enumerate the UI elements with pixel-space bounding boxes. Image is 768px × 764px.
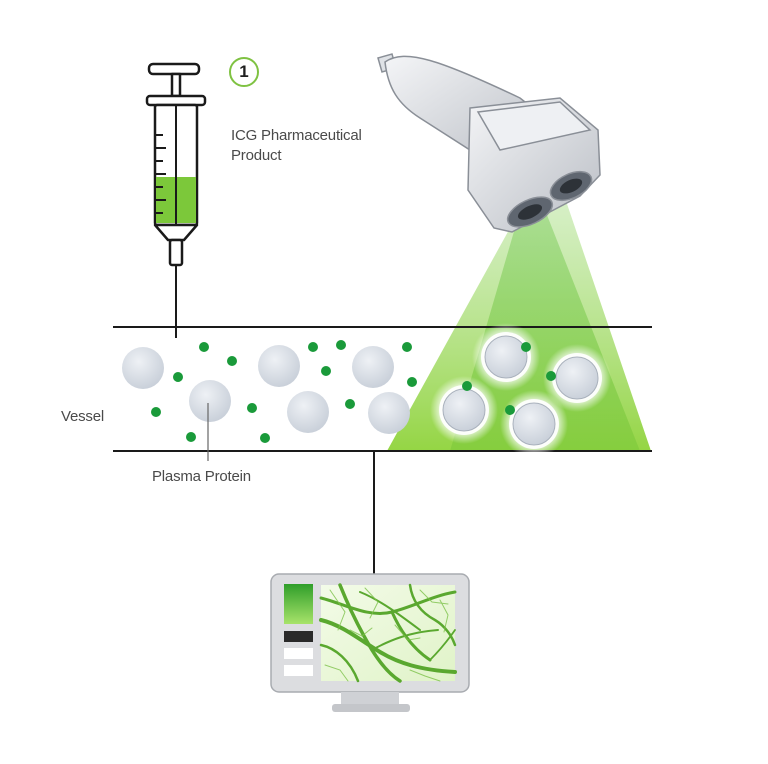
icg-dot: [462, 381, 472, 391]
camera-scanner-icon: [377, 53, 601, 233]
plasma-proteins: [122, 345, 410, 434]
plasma-protein: [368, 392, 410, 434]
bound-protein: [442, 388, 486, 432]
icg-dot: [227, 356, 237, 366]
drug-label-line2: Product: [231, 147, 282, 164]
icg-dot: [308, 342, 318, 352]
plasma-protein: [122, 347, 164, 389]
panel-dark-button: [284, 631, 313, 642]
drug-label-line1: ICG Pharmaceutical: [231, 127, 362, 144]
icg-dot: [186, 432, 196, 442]
bound-protein: [555, 356, 599, 400]
plasma-protein: [352, 346, 394, 388]
bound-protein: [512, 402, 556, 446]
icg-dot: [199, 342, 209, 352]
vessel-network: [319, 583, 457, 683]
icg-dot: [151, 407, 161, 417]
monitor-icon: [270, 573, 470, 712]
icg-dot: [173, 372, 183, 382]
icg-dot: [336, 340, 346, 350]
icg-dot: [402, 342, 412, 352]
vessel-image-screen: [321, 585, 455, 681]
fluorescing-proteins: [430, 323, 611, 458]
panel-light-button: [284, 665, 313, 676]
syringe-icon: [145, 62, 207, 338]
plasma-protein: [287, 391, 329, 433]
icg-dye-molecules: [151, 340, 556, 443]
vessel: [113, 326, 652, 452]
plasma-protein-label: Plasma Protein: [152, 468, 251, 485]
icg-dot: [321, 366, 331, 376]
intensity-bar: [284, 584, 313, 624]
icg-dot: [407, 377, 417, 387]
icg-dot: [345, 399, 355, 409]
bound-protein: [484, 335, 528, 379]
icg-dot: [546, 371, 556, 381]
icg-dot: [247, 403, 257, 413]
icg-dot: [521, 342, 531, 352]
plasma-protein: [258, 345, 300, 387]
vessel-label: Vessel: [61, 408, 104, 425]
icg-dot: [260, 433, 270, 443]
panel-light-button: [284, 648, 313, 659]
icg-dot: [505, 405, 515, 415]
step-number-badge: 1: [229, 57, 259, 87]
plasma-protein: [189, 380, 231, 422]
